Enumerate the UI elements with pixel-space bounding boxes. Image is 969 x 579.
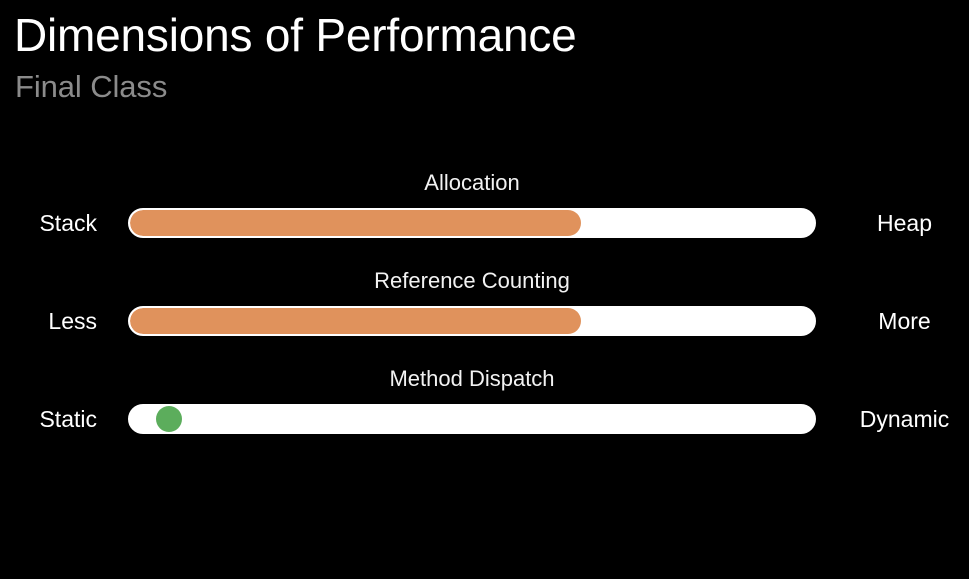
slider-row-method-dispatch: Method Dispatch Static Dynamic — [0, 366, 969, 464]
slider-left-label-reference-counting: Less — [48, 308, 97, 334]
slider-title-method-dispatch: Method Dispatch — [389, 366, 555, 391]
page-title: Dimensions of Performance — [14, 9, 577, 61]
slider-right-label-allocation: Heap — [877, 210, 932, 236]
slider-fill-allocation — [130, 210, 582, 236]
dimension-slider-list: Allocation Stack Heap Reference Counting… — [0, 170, 969, 464]
slider-track-method-dispatch[interactable] — [128, 404, 816, 434]
slider-right-label-reference-counting: More — [878, 308, 931, 334]
slider-marker-method-dispatch[interactable] — [156, 406, 183, 432]
slider-fill-reference-counting — [130, 308, 582, 334]
slider-track-inner — [130, 210, 814, 236]
slider-track-inner — [130, 308, 814, 334]
slider-row-allocation: Allocation Stack Heap — [0, 170, 969, 268]
slide-header: Dimensions of Performance Final Class — [14, 8, 934, 106]
slider-title-allocation: Allocation — [424, 170, 520, 195]
slider-left-label-allocation: Stack — [39, 210, 97, 236]
slider-row-reference-counting: Reference Counting Less More — [0, 268, 969, 366]
page-subtitle: Final Class — [15, 69, 168, 105]
slider-track-reference-counting[interactable] — [128, 306, 816, 336]
slider-title-reference-counting: Reference Counting — [374, 268, 570, 293]
slider-right-label-method-dispatch: Dynamic — [859, 406, 950, 432]
slider-left-label-method-dispatch: Static — [39, 406, 97, 432]
slider-track-inner — [130, 406, 814, 432]
slider-track-allocation[interactable] — [128, 208, 816, 238]
